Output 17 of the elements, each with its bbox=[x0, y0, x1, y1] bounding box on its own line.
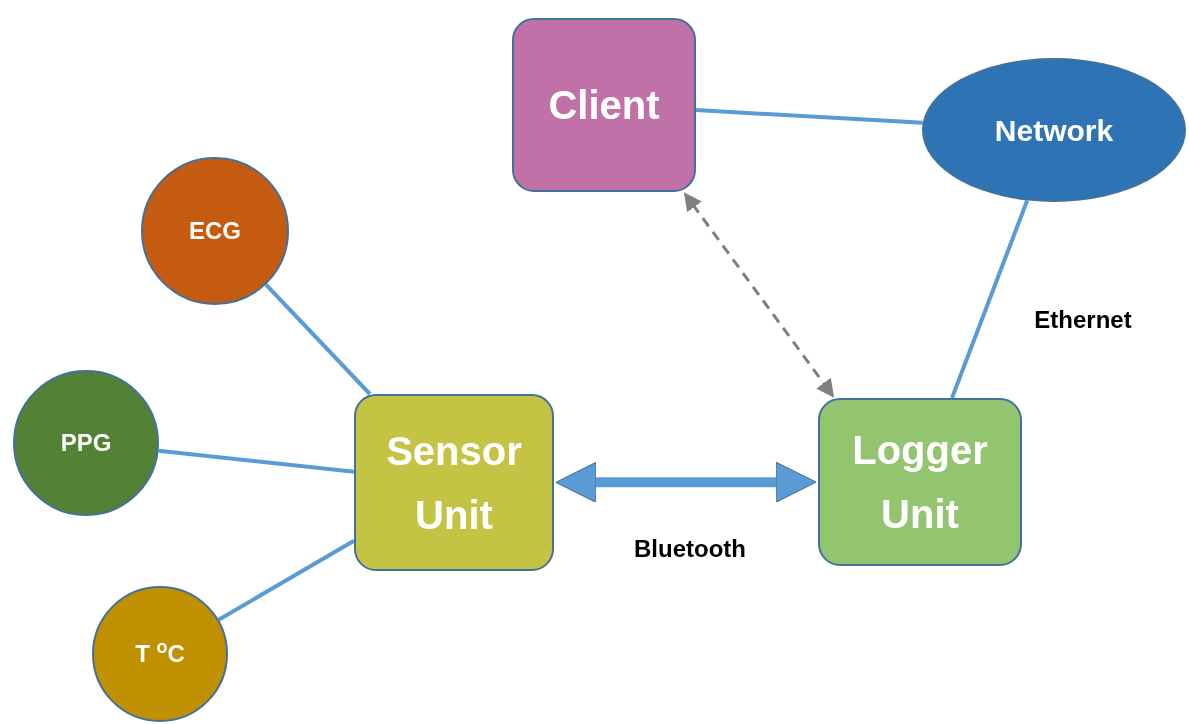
connector-line bbox=[217, 539, 355, 622]
connector-line bbox=[264, 283, 372, 396]
sensor-unit-box bbox=[354, 394, 554, 571]
node-label: Network bbox=[994, 112, 1114, 149]
client-box bbox=[512, 18, 696, 192]
node-label: PPG bbox=[60, 428, 112, 458]
node-label: ECG bbox=[189, 216, 241, 246]
node-label: T $^{o}$C bbox=[135, 636, 185, 669]
connector-line bbox=[158, 448, 355, 474]
logger-unit-box bbox=[818, 398, 1022, 566]
connector-line bbox=[950, 199, 1030, 399]
arrow bbox=[683, 192, 835, 398]
double-block-arrow bbox=[555, 461, 817, 503]
node-label: Client bbox=[548, 82, 660, 129]
connector-line bbox=[695, 108, 923, 125]
node-label: Logger Unit bbox=[851, 427, 989, 538]
node-label: Sensor Unit bbox=[385, 427, 523, 539]
